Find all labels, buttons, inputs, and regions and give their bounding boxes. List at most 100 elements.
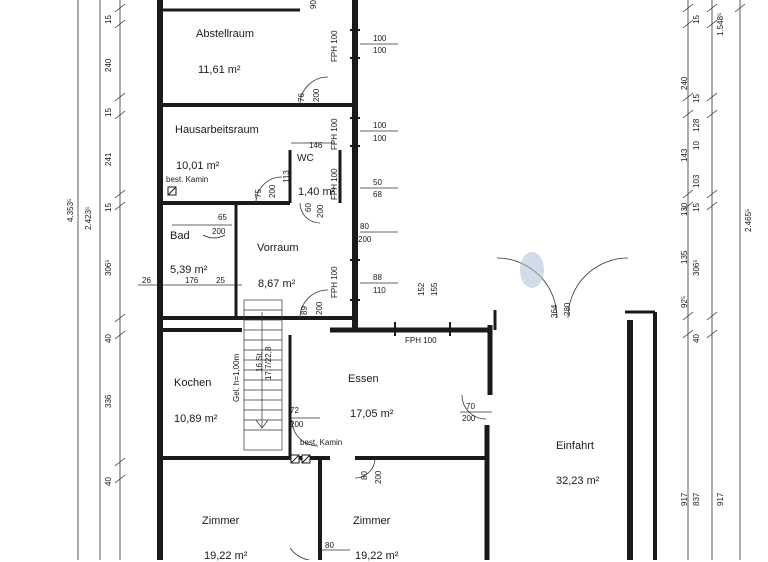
- dim-left-seg-1: 240: [104, 58, 113, 72]
- room-name-kochen: Kochen: [174, 377, 212, 389]
- door-ein-w: 70: [466, 402, 475, 411]
- dim-right-seg-6: 103: [692, 174, 701, 188]
- dim-left-seg-7: 336: [104, 394, 113, 408]
- dim-left-seg-8: 40: [104, 477, 113, 486]
- window-2-label: FPH 100: [330, 118, 339, 150]
- room-name-einfahrt: Einfahrt: [556, 440, 594, 452]
- room-name-abstellraum: Abstellraum: [196, 28, 255, 40]
- window-2-top: 100: [373, 121, 387, 130]
- dim-right-seg-10: 306⁵: [692, 259, 701, 276]
- window-6-label: FPH 100: [405, 336, 437, 345]
- dim-right-seg-3: 128: [692, 118, 701, 132]
- window-1-top: 100: [373, 34, 387, 43]
- room-area-einfahrt: 32,23 m²: [556, 475, 600, 487]
- window-2-bottom: 100: [373, 134, 387, 143]
- room-name-zimmer-2: Zimmer: [353, 515, 391, 527]
- dim-right-seg-1: 240: [680, 76, 689, 90]
- window-5-top: 88: [373, 273, 382, 282]
- dim-right-seg-11: 92⁵: [680, 295, 689, 308]
- stairs-headroom: Gel. h=1,00m: [232, 353, 241, 402]
- door-bad-w: 65: [218, 213, 227, 222]
- dim-right-top: 1.548⁵: [716, 12, 725, 36]
- window-5-label: FPH 100: [330, 266, 339, 298]
- room-area-wc: 1,40 m²: [298, 186, 336, 198]
- room-area-abstellraum: 11,61 m²: [198, 64, 241, 76]
- room-name-bad: Bad: [170, 230, 190, 242]
- dim-left-seg-6: 40: [104, 334, 113, 343]
- door-zim-h: 200: [374, 470, 383, 484]
- window-3-top: 50: [373, 178, 382, 187]
- garage-door-h: 280: [563, 302, 572, 316]
- dim-right-bottom-2: 917: [716, 492, 725, 506]
- dimension-lines: [77, 0, 746, 560]
- room-area-vorraum: 8,67 m²: [258, 278, 296, 290]
- door-bad-h: 200: [212, 227, 226, 236]
- door-ess-w: 72: [290, 406, 299, 415]
- door-ein-h: 200: [462, 414, 476, 423]
- door-vor-h: 200: [315, 301, 324, 315]
- window-6-dim-2: 155: [430, 282, 439, 296]
- dim-right-seg-4: 10: [692, 141, 701, 150]
- chimney-note-hwr: best. Kamin: [166, 175, 209, 184]
- room-area-essen: 17,05 m²: [350, 408, 394, 420]
- dim-right-bottom-1: 837: [692, 492, 701, 506]
- dim-90: 90: [309, 0, 318, 9]
- dim-176: 176: [185, 276, 199, 285]
- window-1-label: FPH 100: [330, 30, 339, 62]
- dim-left-inner: 4.353⁵: [66, 198, 75, 222]
- dim-right-seg-2: 15: [692, 94, 701, 103]
- dim-113: 113: [282, 170, 291, 183]
- room-area-zimmer-1: 19,22 m²: [204, 550, 248, 562]
- dim-26: 26: [142, 276, 151, 285]
- window-5-bottom: 110: [373, 286, 386, 295]
- chimneys: [167, 186, 311, 464]
- scan-smudge: [520, 252, 544, 288]
- dim-left-seg-4: 15: [104, 203, 113, 212]
- window-4-bottom: 200: [358, 235, 372, 244]
- staircase: [243, 299, 283, 451]
- dim-left-seg-3: 241: [104, 152, 113, 166]
- door-hwr-h: 200: [268, 184, 277, 198]
- stairs-ratio: 17,7/22,8: [264, 346, 273, 380]
- dim-left-seg-5: 306⁵: [104, 259, 113, 276]
- dim-left-seg-0: 15: [104, 15, 113, 24]
- room-name-essen: Essen: [348, 373, 379, 385]
- dim-right-seg-12: 40: [692, 334, 701, 343]
- stairs-count: 16 St.: [255, 351, 264, 372]
- room-area-bad: 5,39 m²: [170, 264, 208, 276]
- door-bottom-w: 80: [325, 541, 334, 550]
- window-3-label: FPH 100: [330, 168, 339, 200]
- room-area-hausarbeitsraum: 10,01 m²: [176, 160, 220, 172]
- door-hwr-w: 75: [254, 189, 263, 198]
- room-area-kochen: 10,89 m²: [174, 413, 218, 425]
- dim-146: 146: [309, 141, 323, 150]
- room-name-vorraum: Vorraum: [257, 242, 299, 254]
- garage-door-w: 364: [550, 304, 559, 318]
- window-6-dim-1: 152: [417, 282, 426, 296]
- door-abst-h: 200: [312, 88, 321, 102]
- dim-right-seg-5: 143: [680, 148, 689, 162]
- room-area-zimmer-2: 19,22 m²: [355, 550, 399, 562]
- door-wc-h: 200: [316, 204, 325, 218]
- walls: [157, 0, 657, 560]
- window-3-bottom: 68: [373, 190, 382, 199]
- door-ess-h: 200: [290, 420, 304, 429]
- dim-left-outer: 2.423⁵: [84, 206, 93, 230]
- dim-25: 25: [216, 276, 225, 285]
- dim-right-seg-8: 130: [680, 202, 689, 216]
- door-vor-w: 89: [300, 306, 309, 315]
- room-name-hausarbeitsraum: Hausarbeitsraum: [175, 124, 259, 136]
- dim-right-seg-7: 15: [692, 203, 701, 212]
- dim-right-seg-9: 135: [680, 250, 689, 264]
- room-name-zimmer-1: Zimmer: [202, 515, 240, 527]
- dim-right-seg-0: 15: [692, 15, 701, 24]
- dim-left-seg-2: 15: [104, 108, 113, 117]
- door-swings: [202, 76, 629, 560]
- dim-right-mid: 2.465⁵: [744, 208, 753, 232]
- window-4-top: 80: [360, 222, 369, 231]
- chimney-note-essen: best. Kamin: [300, 438, 343, 447]
- door-wc-w: 60: [304, 203, 313, 212]
- door-zim-w: 80: [360, 471, 369, 480]
- room-name-wc: WC: [297, 153, 314, 164]
